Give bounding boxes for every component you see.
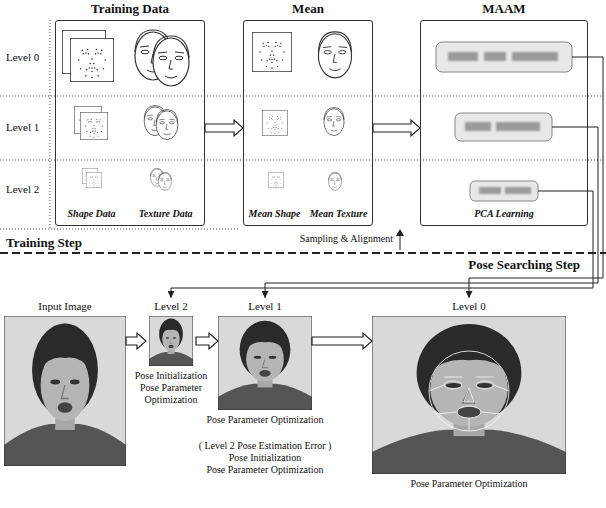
row-dividers xyxy=(0,20,606,229)
step-caption: Pose Parameter Optimization xyxy=(185,414,345,426)
column-caption: PCA Learning xyxy=(474,208,534,220)
blurred-text xyxy=(448,52,558,194)
image-heading: Level 2 xyxy=(146,298,196,314)
step-caption: Pose Parameter Optimization xyxy=(372,478,566,490)
shape-sample xyxy=(70,38,113,81)
level-photo xyxy=(372,316,566,474)
level-image: Level 1Pose Parameter Optimization( Leve… xyxy=(218,298,312,410)
fitted-mesh xyxy=(429,351,509,431)
flow-arrow xyxy=(312,333,372,349)
column-caption: Mean Shape xyxy=(249,208,301,220)
step-caption: Pose Parameter Optimization xyxy=(185,464,345,476)
texture-sample xyxy=(159,172,172,190)
image-heading: Input Image xyxy=(4,298,126,314)
flow-arrow xyxy=(126,333,146,349)
model-bar xyxy=(455,113,552,141)
mean-shape xyxy=(268,172,284,188)
mean-shape xyxy=(262,110,287,135)
arrow-note: Sampling & Alignment xyxy=(300,232,393,246)
panel-footer: Shape Data Texture Data xyxy=(56,208,204,220)
model-lead xyxy=(538,57,588,191)
mean-art xyxy=(252,32,351,190)
step-captions: Pose Parameter Optimization xyxy=(372,478,566,490)
column-caption: Shape Data xyxy=(68,208,116,220)
model-bar xyxy=(470,181,538,201)
step-caption: Pose Parameter Optimization xyxy=(131,382,211,406)
input-image: Input Image xyxy=(4,298,126,466)
panel-heading: Mean xyxy=(244,1,372,17)
image-heading: Level 0 xyxy=(372,298,566,314)
step-caption: ( Level 2 Pose Estimation Error ) xyxy=(185,440,345,452)
step-label: Training Step xyxy=(6,236,82,250)
search-images xyxy=(4,316,566,474)
step-caption: Pose Initialization xyxy=(131,370,211,382)
step-caption: Pose Initialization xyxy=(185,452,345,464)
step-captions: Pose InitializationPose Parameter Optimi… xyxy=(131,370,211,406)
mean-texture xyxy=(318,32,351,78)
flow-arrow xyxy=(373,120,420,136)
edge-group xyxy=(126,57,603,349)
panel-heading: Training Data xyxy=(56,1,204,17)
maam-models xyxy=(436,42,588,201)
column-caption: Texture Data xyxy=(139,208,193,220)
step-label: Pose Searching Step xyxy=(468,258,580,272)
mean-texture xyxy=(324,108,344,136)
sampling-arrow xyxy=(396,229,404,250)
shape-sample xyxy=(80,112,107,139)
row-label: Level 0 xyxy=(6,50,39,64)
model-link xyxy=(469,57,603,298)
training-data-art xyxy=(62,30,189,190)
model-link xyxy=(265,127,598,298)
column-caption: Mean Texture xyxy=(310,208,368,220)
level-photo xyxy=(218,316,312,410)
level-image: Level 2Pose InitializationPose Parameter… xyxy=(146,298,196,366)
flow-arrow xyxy=(196,333,218,349)
mean-panel: MeanMean ShapeMean Texture xyxy=(243,20,373,226)
level-photo xyxy=(149,316,193,366)
image-heading: Level 1 xyxy=(218,298,312,314)
model-bar xyxy=(436,42,572,72)
shape-sample xyxy=(86,172,102,188)
step-captions: Pose Parameter Optimization ( Level 2 Pos… xyxy=(185,414,345,476)
mean-shape xyxy=(252,32,291,71)
input-photo xyxy=(4,316,126,466)
flow-arrow xyxy=(205,120,243,136)
texture-sample xyxy=(156,110,178,140)
level-image: Level 0Pose Parameter Optimization xyxy=(372,298,566,474)
panel-heading: MAAM xyxy=(421,1,587,17)
row-label: Level 1 xyxy=(6,120,39,134)
texture-sample xyxy=(153,36,189,86)
model-link xyxy=(171,191,593,298)
step-divider xyxy=(0,253,606,254)
panel-footer: Mean Shape Mean Texture xyxy=(244,208,372,220)
row-label: Level 2 xyxy=(6,182,39,196)
panel-footer: PCA Learning xyxy=(421,208,587,220)
training-panel: Training DataShape DataTexture Data xyxy=(55,20,205,226)
mean-texture xyxy=(329,172,342,190)
model-panel: MAAMPCA Learning xyxy=(420,20,588,226)
